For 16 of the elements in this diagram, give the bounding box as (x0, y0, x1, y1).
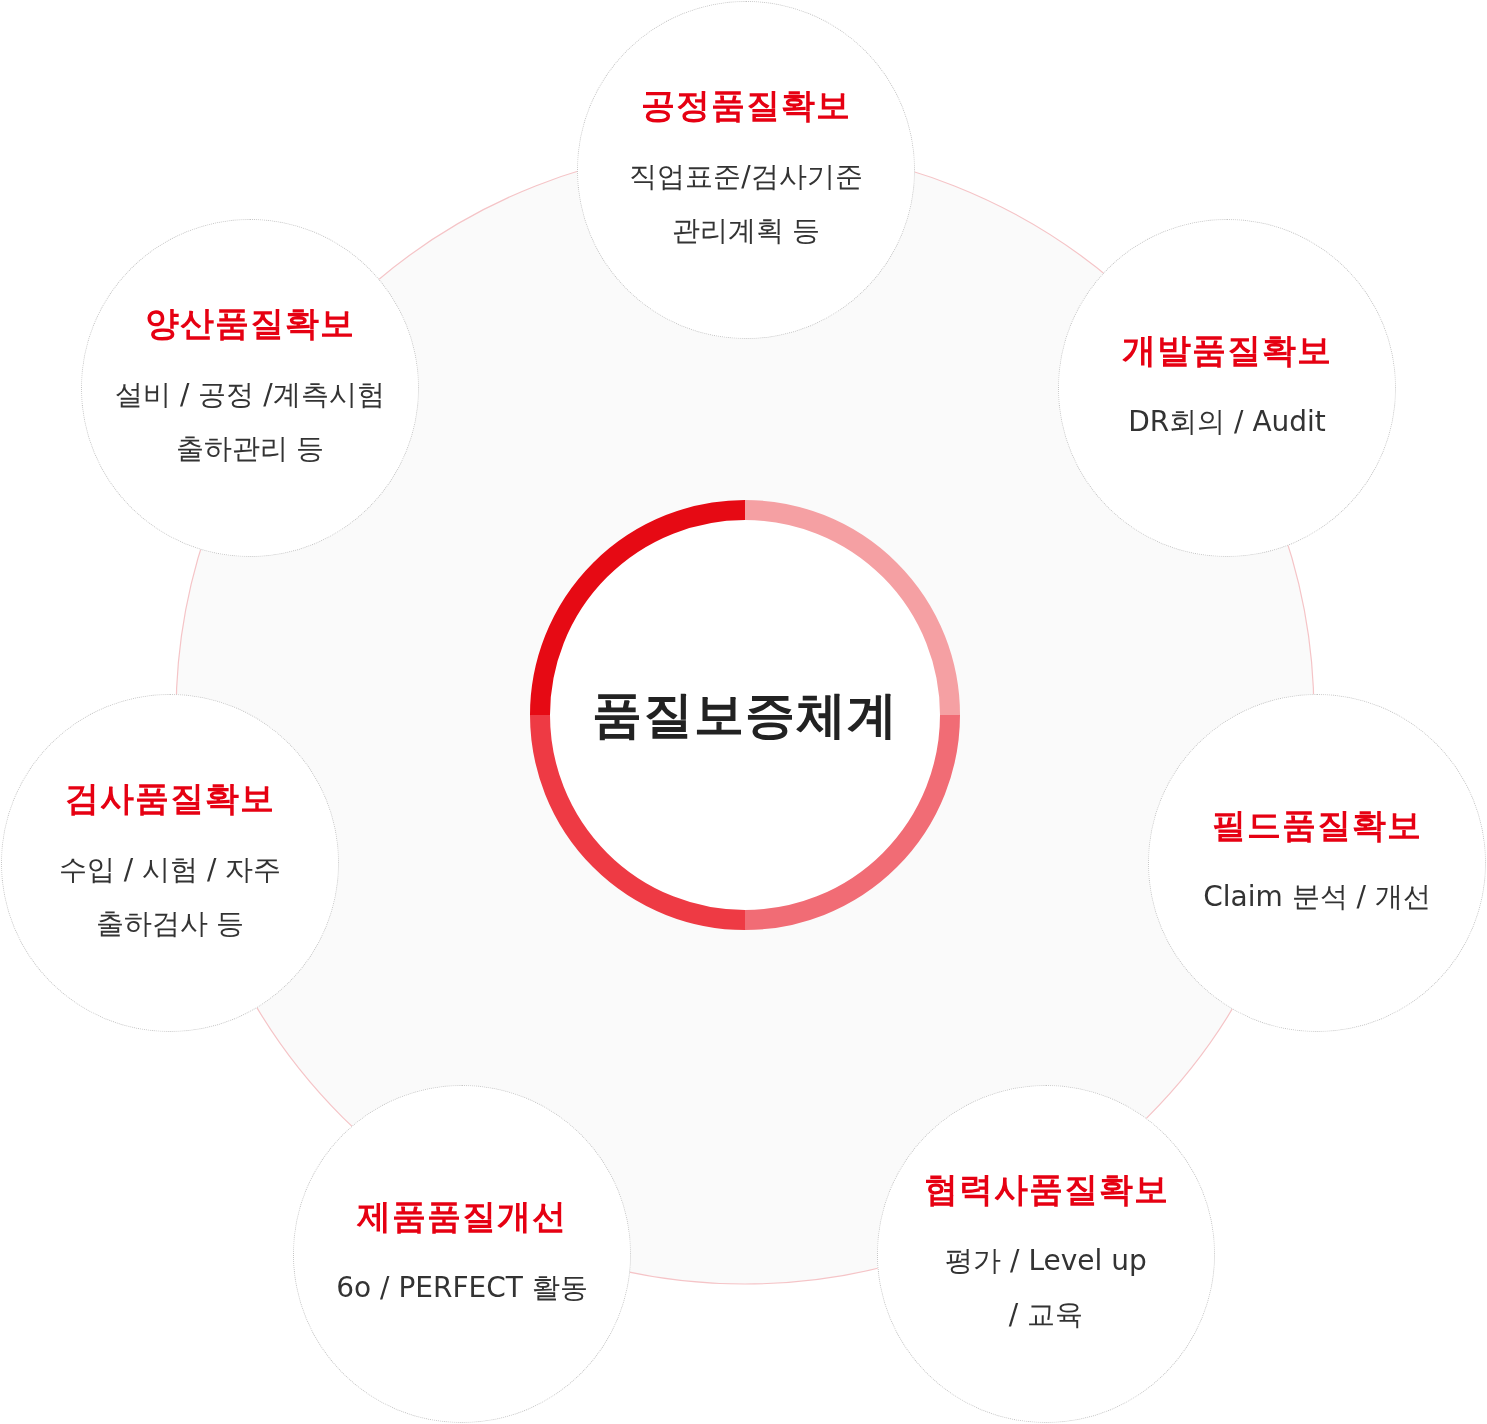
topic-heading: 협력사품질확보 (923, 1167, 1169, 1211)
topic-heading: 양산품질확보 (145, 301, 355, 345)
topic-heading: 개발품질확보 (1122, 328, 1332, 372)
topic-description: DR회의 / Audit (1128, 403, 1326, 440)
topic-description: 수입 / 시험 / 자주 출하검사 등 (58, 851, 282, 942)
topic-heading: 검사품질확보 (65, 776, 275, 820)
topic-heading: 제품품질개선 (357, 1194, 567, 1238)
topic-description: Claim 분석 / 개선 (1203, 878, 1431, 915)
topic-heading: 필드품질확보 (1212, 803, 1422, 847)
center-title: 품질보증체계 (591, 685, 899, 745)
ring-circle (530, 500, 960, 930)
topic-heading: 공정품질확보 (641, 83, 851, 127)
topic-description: 평가 / Level up / 교육 (945, 1242, 1147, 1333)
topic-description: 6o / PERFECT 활동 (336, 1269, 588, 1306)
topic-description: 직업표준/검사기준 관리계획 등 (629, 158, 863, 249)
topic-description: 설비 / 공정 /계측시험 출하관리 등 (115, 376, 385, 467)
